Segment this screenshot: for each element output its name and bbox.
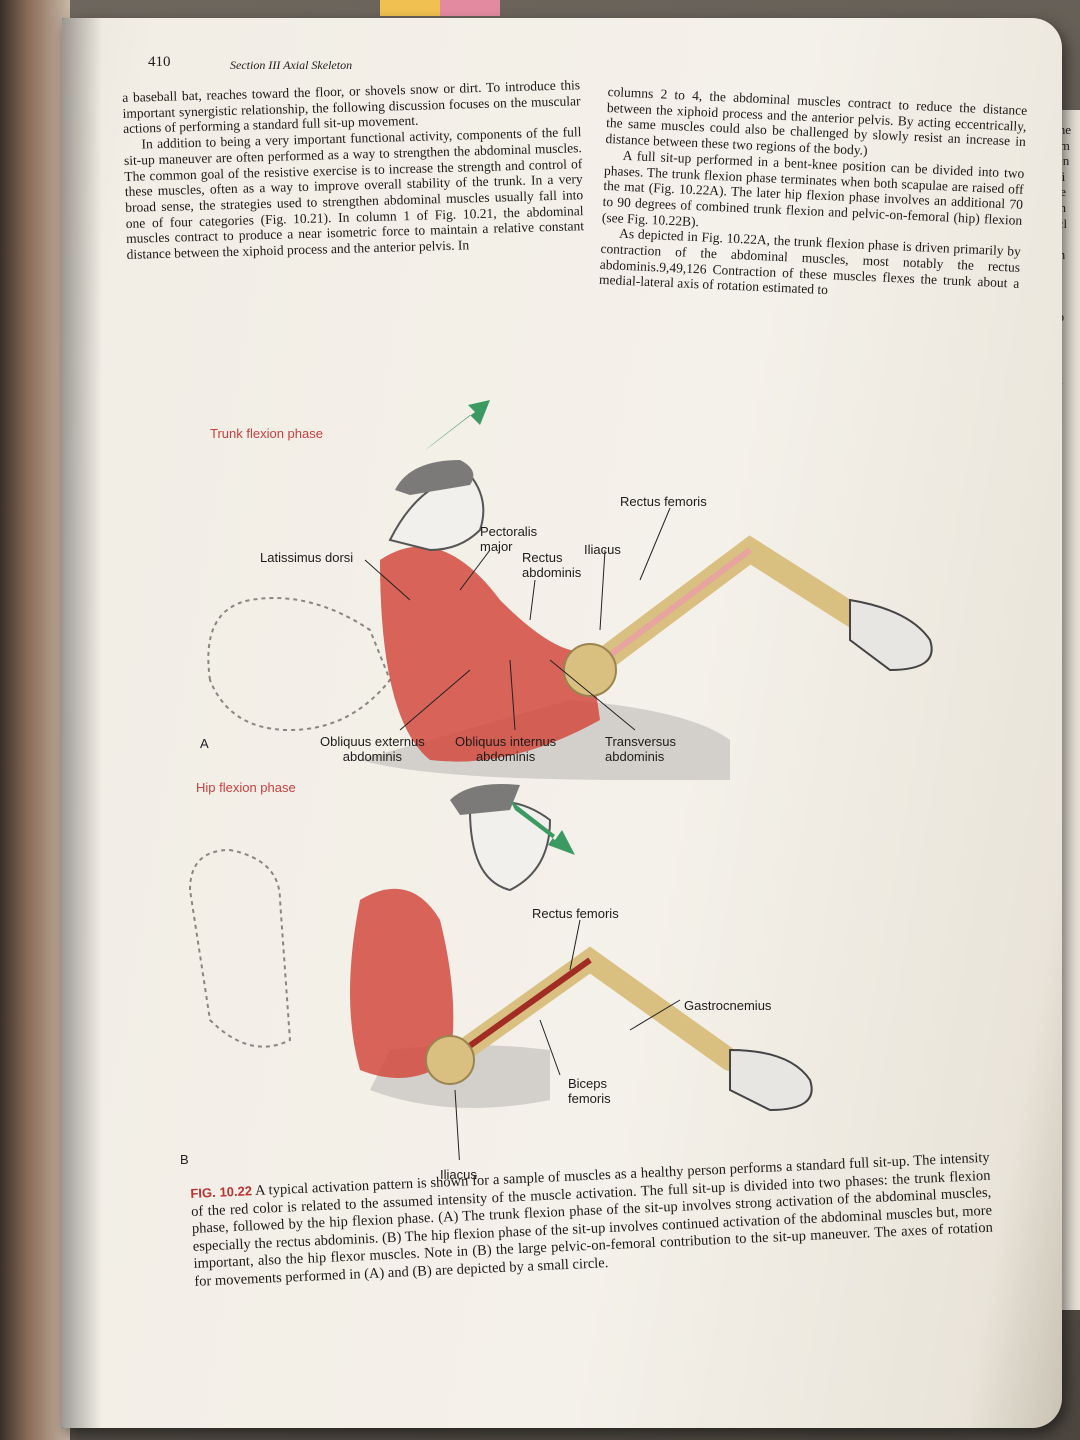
label-obliquus-externus: Obliquus externus abdominis [320, 734, 425, 764]
rectus-femoris-a [588, 547, 752, 673]
book-spine-edge [0, 0, 70, 1440]
left-text-column: a baseball bat, reaches toward the floor… [122, 77, 585, 262]
label-iliacus-a: Iliacus [584, 542, 621, 557]
running-header: Section III Axial Skeleton [230, 58, 353, 72]
situp-illustration [188, 400, 933, 1171]
head-a [388, 473, 485, 552]
hair-b [450, 784, 520, 815]
trunk-muscles-a [380, 546, 600, 762]
label-latissimus-dorsi: Latissimus dorsi [260, 550, 354, 565]
panel-a-letter: A [200, 736, 209, 751]
panel-a-drawing [207, 400, 933, 780]
panel-b-drawing [188, 784, 813, 1112]
label-rectus-abdominis: Rectus abdominis [522, 550, 582, 580]
paragraph: In addition to being a very important fu… [123, 124, 585, 262]
label-leader-lines [364, 507, 681, 1171]
initial-position-outline [207, 597, 392, 732]
label-biceps-femoris: Biceps femoris [568, 1076, 611, 1106]
label-gastrocnemius: Gastrocnemius [684, 998, 772, 1013]
rectus-femoris-b [448, 957, 592, 1063]
label-iliacus-b: Iliacus [440, 1167, 477, 1182]
panel-b-phase-label: Hip flexion phase [196, 780, 296, 795]
label-rectus-femoris-a: Rectus femoris [620, 494, 707, 509]
shoe-b [729, 1048, 813, 1112]
pelvis-b [425, 1035, 475, 1085]
page-gutter-shadow [62, 18, 102, 1428]
pelvis-a [563, 643, 617, 697]
figure-10-22: Trunk flexion phase A Rectus femoris Pec… [170, 400, 1030, 1171]
panel-a-phase-label: Trunk flexion phase [210, 426, 323, 441]
trunk-muscles-b [350, 888, 454, 1078]
page-number: 410 [148, 54, 171, 70]
head-b [468, 801, 552, 892]
flexion-arrow-a [425, 400, 490, 450]
label-obliquus-internus: Obliquus internus abdominis [455, 734, 557, 764]
label-pectoralis-major: Pectoralis major [480, 524, 538, 554]
label-rectus-femoris-b: Rectus femoris [532, 906, 619, 921]
initial-position-outline-b [188, 848, 292, 1048]
shoe-a [849, 598, 933, 672]
flexion-arrow-b [510, 800, 575, 855]
panel-b-letter: B [180, 1152, 189, 1167]
sticky-tab-pink [440, 0, 500, 16]
label-transversus-abdominis: Transversus abdominis [605, 734, 677, 764]
right-text-column: columns 2 to 4, the abdominal muscles co… [599, 84, 1028, 307]
figure-number: FIG. 10.22 [190, 1183, 253, 1201]
hair-a [395, 460, 474, 495]
